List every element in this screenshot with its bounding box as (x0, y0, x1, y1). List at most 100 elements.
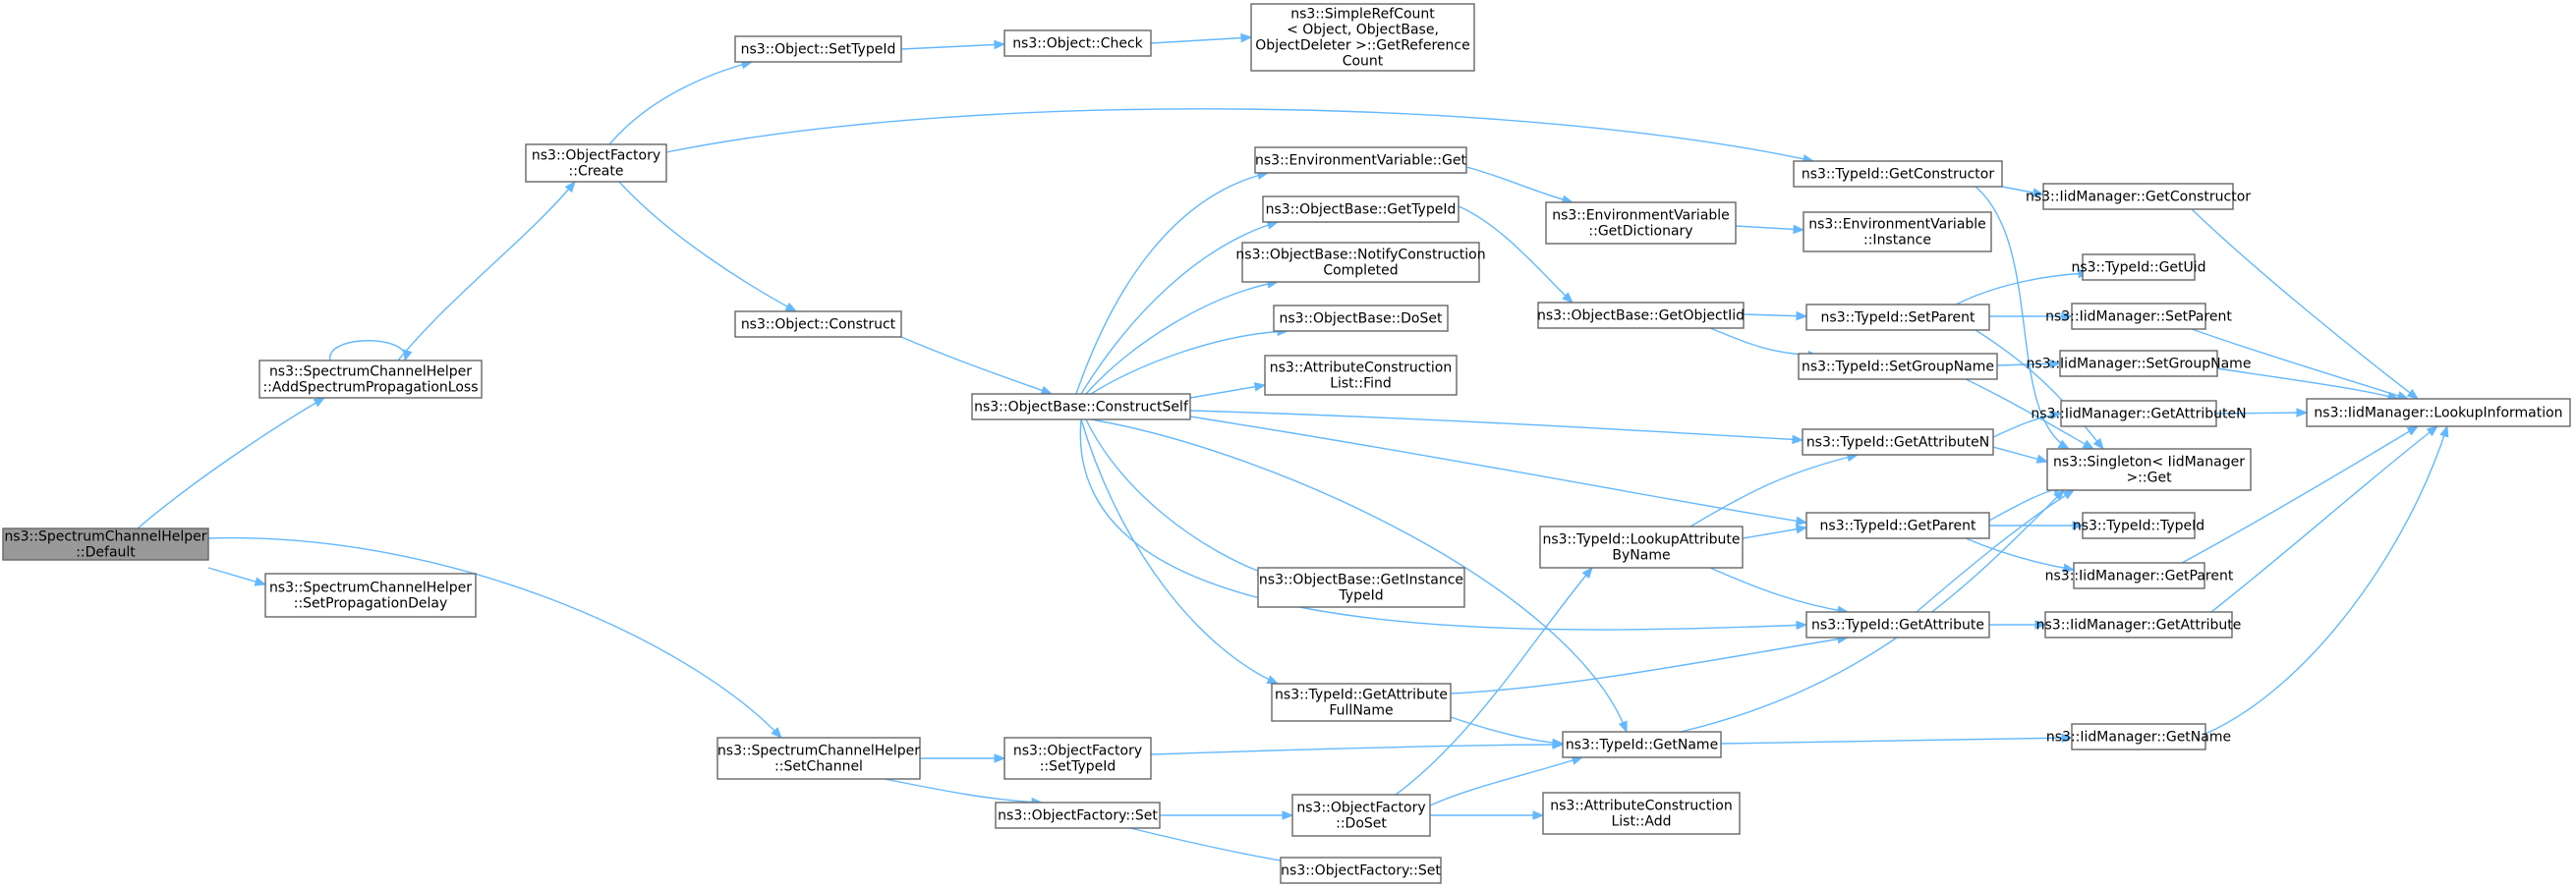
node-label: ns3::IidManager::GetParent (2045, 568, 2234, 583)
node-n1[interactable]: ns3::SpectrumChannelHelper::AddSpectrumP… (258, 360, 483, 399)
edge-arrowhead (403, 349, 413, 362)
edge-line (1080, 418, 1279, 685)
nodes-layer: ns3::SpectrumChannelHelper::Defaultns3::… (2, 3, 2571, 884)
node-n9[interactable]: ns3::TypeId::GetConstructor (1793, 160, 2003, 188)
node-label: ns3::IidManager::GetConstructor (2026, 189, 2251, 204)
node-n35[interactable]: ns3::IidManager::SetParent (2045, 303, 2232, 330)
node-n13[interactable]: ns3::ObjectBase::NotifyConstructionCompl… (1235, 242, 1486, 283)
node-label: ns3::IidManager::GetName (2046, 729, 2231, 745)
edge-n12-n26 (1458, 205, 1574, 304)
edge-arrowhead (2062, 489, 2076, 500)
edge-line (207, 536, 782, 739)
edge-line (884, 778, 1043, 804)
edge-line (2191, 328, 2409, 400)
node-label: ::AddSpectrumPropagationLoss (262, 379, 478, 395)
node-n26[interactable]: ns3::ObjectBase::GetObjectIid (1537, 302, 1745, 329)
node-n20[interactable]: ns3::ObjectFactory::Set (995, 802, 1161, 829)
node-n4[interactable]: ns3::ObjectFactory::Create (525, 143, 667, 183)
node-n5[interactable]: ns3::Object::SetTypeId (734, 35, 902, 63)
node-n7[interactable]: ns3::Object::Check (1003, 29, 1152, 57)
edge-n0-n3 (207, 536, 782, 739)
node-n43[interactable]: ns3::IidManager::LookupInformation (2306, 398, 2571, 427)
node-label: TypeId (1338, 587, 1383, 603)
node-n8[interactable]: ns3::SimpleRefCount< Object, ObjectBase,… (1250, 3, 1475, 72)
node-n3[interactable]: ns3::SpectrumChannelHelper::SetChannel (716, 737, 921, 780)
edge-arrowhead (2032, 188, 2045, 197)
node-label: ns3::SpectrumChannelHelper (269, 580, 472, 595)
edge-arrowhead (1532, 810, 1545, 820)
node-label: ns3::TypeId::GetParent (1820, 518, 1976, 533)
node-n14[interactable]: ns3::ObjectBase::DoSet (1273, 305, 1449, 332)
node-n40[interactable]: ns3::IidManager::GetParent (2045, 562, 2234, 589)
edge-arrowhead (2439, 424, 2449, 438)
edge-line (900, 336, 1053, 395)
edge-n9-n33 (2001, 186, 2045, 197)
edge-n27-n34 (1955, 268, 2090, 305)
node-n39[interactable]: ns3::TypeId::TypeId (2073, 512, 2204, 539)
node-n29[interactable]: ns3::TypeId::GetAttributeN (1802, 428, 1994, 456)
node-n0[interactable]: ns3::SpectrumChannelHelper::Default (2, 527, 209, 561)
edge-n24-n25 (1735, 224, 1805, 235)
edge-n28-n36 (1996, 359, 2062, 369)
node-box (2073, 562, 2205, 589)
node-n32[interactable]: ns3::TypeId::GetAttribute (1805, 611, 1990, 638)
node-n33[interactable]: ns3::IidManager::GetConstructor (2026, 183, 2251, 210)
node-box (2082, 512, 2196, 539)
node-n27[interactable]: ns3::TypeId::SetParent (1805, 304, 1990, 331)
edge-arrowhead (1562, 292, 1574, 304)
edge-n11-n24 (1465, 166, 1574, 204)
node-label: ns3::SpectrumChannelHelper (269, 363, 472, 379)
node-label: ns3::SpectrumChannelHelper (4, 528, 206, 544)
edge-n32-n41 (1989, 620, 2047, 630)
node-n22[interactable]: ns3::ObjectFactory::Set (1280, 857, 1442, 884)
node-n28[interactable]: ns3::TypeId::SetGroupName (1798, 353, 1998, 380)
edge-n17-n18 (1450, 716, 1565, 749)
node-box (1273, 305, 1449, 332)
edge-line (1150, 744, 1564, 755)
edge-line (1465, 166, 1574, 203)
node-n2[interactable]: ns3::SpectrumChannelHelper::SetPropagati… (264, 573, 477, 618)
node-n31[interactable]: ns3::TypeId::GetParent (1805, 512, 1990, 539)
edge-n42-n43 (2204, 424, 2449, 735)
node-n21[interactable]: ns3::ObjectFactory::DoSet (1291, 794, 1431, 837)
node-n41[interactable]: ns3::IidManager::GetAttribute (2036, 611, 2242, 638)
edge-arrowhead (1552, 740, 1565, 749)
node-label: ns3::IidManager::GetAttribute (2036, 617, 2242, 633)
node-label: ns3::AttributeConstruction (1550, 798, 1732, 813)
edge-arrowhead (1793, 224, 1805, 235)
node-n19[interactable]: ns3::ObjectFactory::SetTypeId (1003, 737, 1152, 780)
edge-line (1150, 36, 1252, 44)
node-n37[interactable]: ns3::IidManager::GetAttributeN (2031, 400, 2247, 427)
node-n10[interactable]: ns3::ObjectBase::ConstructSelf (971, 393, 1191, 420)
node-n6[interactable]: ns3::Object::Construct (734, 310, 902, 338)
node-box (734, 310, 902, 338)
edge-line (618, 181, 797, 312)
edge-line (1916, 489, 2075, 613)
node-n42[interactable]: ns3::IidManager::GetName (2046, 723, 2231, 750)
node-label: ns3::TypeId::GetUid (2071, 259, 2205, 275)
node-n25[interactable]: ns3::EnvironmentVariable::Instance (1803, 211, 1992, 252)
node-label: ns3::EnvironmentVariable (1808, 216, 1986, 232)
node-n36[interactable]: ns3::IidManager::SetGroupName (2027, 350, 2252, 377)
edge-line (1975, 186, 2070, 450)
node-label: ::Default (76, 544, 136, 560)
node-n11[interactable]: ns3::EnvironmentVariable::Get (1254, 146, 1467, 174)
edge-line (1955, 272, 2089, 305)
node-box (1793, 160, 2003, 188)
edge-n27-n38 (1975, 329, 2104, 451)
node-n24[interactable]: ns3::EnvironmentVariable::GetDictionary (1545, 201, 1737, 245)
node-n38[interactable]: ns3::Singleton< IidManager>::Get (2046, 448, 2252, 491)
edge-n10-n17 (1080, 418, 1280, 685)
node-n12[interactable]: ns3::ObjectBase::GetTypeId (1262, 195, 1460, 223)
node-label: ns3::SimpleRefCount (1290, 6, 1435, 22)
edge-arrowhead (1266, 675, 1280, 685)
node-n18[interactable]: ns3::TypeId::GetName (1562, 731, 1722, 758)
node-n34[interactable]: ns3::TypeId::GetUid (2071, 253, 2206, 281)
node-box (1562, 731, 1722, 758)
node-box (1805, 512, 1990, 539)
